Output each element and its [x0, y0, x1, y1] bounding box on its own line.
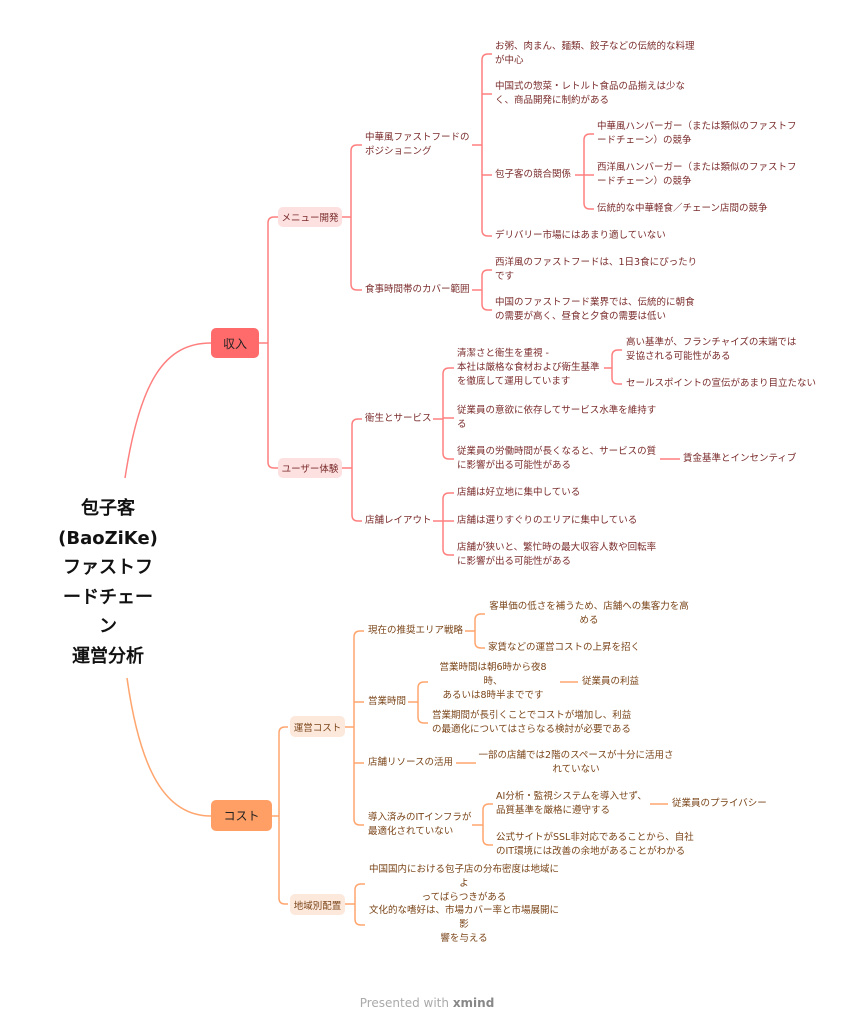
child-connector	[474, 641, 485, 649]
node-prime-location[interactable]: 店舗は好立地に集中している	[457, 487, 581, 498]
child-connector	[353, 818, 364, 826]
subtopic-menu-development[interactable]: メニュー開発	[278, 207, 342, 227]
footer-attribution: Presented with xmind	[0, 996, 854, 1010]
child-connector	[278, 726, 288, 734]
node-employee-privacy[interactable]: 従業員のプライバシー	[672, 798, 767, 809]
node-western-burger[interactable]: 西洋風ハンバーガー（または類似のファストフ ードチェーン）の競争	[597, 162, 797, 187]
node-attract-customers[interactable]: 客単価の低さを補うため、店舗への集客力を高 める	[489, 601, 689, 626]
child-connector	[267, 461, 278, 469]
node-working-hours[interactable]: 従業員の労働時間が長くなると、サービスの質 に影響が出る可能性がある	[457, 446, 657, 471]
child-connector	[354, 918, 365, 926]
node-side-dishes[interactable]: 中国式の惣菜・レトルト食品の品揃えは少な く、商品開発に制約がある	[495, 81, 686, 106]
node-selling-point[interactable]: セールスポイントの宣伝があまり目立たない	[626, 378, 817, 389]
node-hours-6to8[interactable]: 営業時間は朝6時から夜8時、 あるいは8時半までです	[439, 662, 547, 701]
node-rent-increase[interactable]: 家賃などの運営コストの上昇を招く	[488, 642, 641, 653]
child-connector	[482, 803, 493, 811]
child-connector	[481, 229, 492, 237]
child-connector	[350, 144, 362, 152]
node-cultural-preference[interactable]: 文化的な嗜好は、市場カバー率と市場展開に影 響を与える	[368, 905, 559, 944]
child-connector	[278, 897, 288, 905]
child-connector	[417, 716, 428, 724]
child-connector	[350, 283, 362, 291]
node-employee-benefit[interactable]: 従業員の利益	[582, 676, 640, 687]
node-traditional-dishes[interactable]: お粥、肉まん、麺類、餃子などの伝統的な料理 が中心	[495, 41, 695, 66]
node-longer-hours-cost[interactable]: 営業期間が長引くことでコストが増加し、利益 の最適化についてはさらなる検討が必要…	[432, 710, 632, 735]
node-mealtime[interactable]: 食事時間帯のカバー範囲	[365, 284, 470, 295]
child-connector	[481, 269, 492, 277]
child-connector	[583, 133, 594, 141]
child-connector	[354, 883, 365, 891]
node-staff-motivation[interactable]: 従業員の意欲に依存してサービス水準を維持す る	[457, 405, 657, 430]
child-connector	[353, 630, 364, 638]
node-selected-area[interactable]: 店舗は選りすぐりのエリアに集中している	[457, 515, 638, 526]
node-density-variation[interactable]: 中国国内における包子店の分布密度は地域によ ってばらつきがある	[368, 864, 559, 903]
node-ai-monitoring[interactable]: AI分析・監視システムを導入せず、 品質基準を厳格に遵守する	[496, 791, 647, 816]
child-connector	[611, 349, 622, 357]
child-connector	[583, 202, 594, 210]
child-connector	[442, 452, 454, 460]
child-connector	[611, 377, 622, 385]
node-store-layout[interactable]: 店舗レイアウト	[365, 515, 432, 526]
node-second-floor[interactable]: 一部の店舗では2階のスペースが十分に活用さ れていない	[478, 750, 674, 775]
child-connector	[267, 216, 278, 224]
node-ssl[interactable]: 公式サイトがSSL非対応であることから、自社 のIT環境には改善の余地があること…	[496, 832, 694, 857]
child-connector	[442, 492, 454, 500]
child-connector	[442, 548, 454, 556]
child-connector	[442, 367, 454, 375]
node-competition[interactable]: 包子客の競合関係	[495, 169, 572, 180]
xmind-logo[interactable]: xmind	[452, 996, 495, 1010]
subtopic-operating-cost[interactable]: 運営コスト	[290, 716, 345, 737]
topic-revenue[interactable]: 収入	[211, 328, 259, 358]
subtopic-user-experience[interactable]: ユーザー体験	[278, 458, 342, 478]
node-wage-incentive[interactable]: 賃金基準とインセンティブ	[683, 453, 797, 464]
child-connector	[474, 613, 485, 621]
child-connector	[482, 838, 493, 846]
subtopic-regional-placement[interactable]: 地域別配置	[290, 894, 345, 915]
child-connector	[351, 418, 362, 426]
child-connector	[417, 681, 428, 689]
node-it-infra[interactable]: 導入済みのITインフラが 最適化されていない	[368, 812, 472, 837]
node-business-hours[interactable]: 営業時間	[368, 696, 407, 707]
node-delivery[interactable]: デリバリー市場にはあまり適していない	[495, 230, 666, 241]
node-area-strategy[interactable]: 現在の推奨エリア戦略	[368, 625, 464, 636]
node-chinese-burger[interactable]: 中華風ハンバーガー（または類似のファストフ ードチェーン）の競争	[597, 121, 797, 146]
node-hygiene-service[interactable]: 衛生とサービス	[365, 413, 432, 424]
node-breakfast-demand[interactable]: 中国のファストフード業界では、伝統的に朝食 の需要が高く、昼食と夕食の需要は低い	[495, 297, 695, 322]
central-topic[interactable]: 包子客 (BaoZiKe) ファストフ ードチェー ン 運営分析	[58, 498, 158, 667]
child-connector	[481, 53, 492, 61]
node-store-resources[interactable]: 店舗リソースの活用	[368, 757, 454, 768]
footer-prefix: Presented with	[359, 996, 449, 1010]
node-positioning[interactable]: 中華風ファストフードの ポジショニング	[365, 132, 470, 157]
node-franchise-compromise[interactable]: 高い基準が、フランチャイズの末端では 妥協される可能性がある	[626, 337, 797, 362]
root-connector-revenue	[124, 342, 212, 479]
child-connector	[351, 514, 362, 522]
node-small-store[interactable]: 店舗が狭いと、繁忙時の最大収容人数や回転率 に影響が出る可能性がある	[457, 542, 657, 567]
child-connector	[481, 303, 492, 311]
node-traditional-chain[interactable]: 伝統的な中華軽食／チェーン店間の競争	[597, 203, 768, 214]
topic-cost[interactable]: コスト	[211, 800, 272, 831]
node-western-3meals[interactable]: 西洋風のファストフードは、1日3食にぴったり です	[495, 257, 698, 282]
root-connector-cost	[126, 677, 212, 817]
node-cleanliness[interactable]: 清潔さと衛生を重視 - 本社は厳格な食材および衛生基準 を徹底して運用しています	[457, 348, 600, 387]
